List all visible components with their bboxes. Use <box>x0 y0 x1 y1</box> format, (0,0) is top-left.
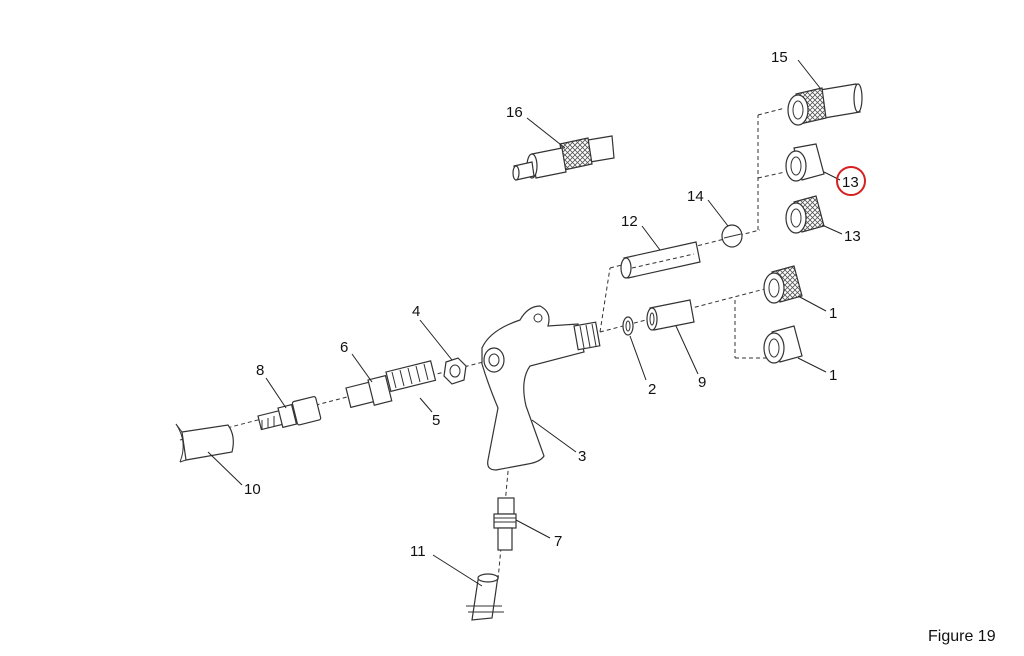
callout-2: 2 <box>648 381 656 398</box>
part-9-nozzle <box>646 299 695 331</box>
callout-15: 15 <box>771 49 788 66</box>
part-1-nut-lower <box>763 325 803 364</box>
highlight-circle <box>836 166 866 196</box>
part-11-hose <box>466 573 504 621</box>
callout-7: 7 <box>554 533 562 550</box>
callout-11: 11 <box>410 543 426 560</box>
part-1-nut-upper <box>763 265 803 304</box>
leader-lines <box>207 59 843 587</box>
callout-10: 10 <box>244 481 261 498</box>
callout-16: 16 <box>506 104 523 121</box>
callout-4: 4 <box>412 303 420 320</box>
part-15-cap <box>787 83 863 126</box>
callout-1-lower: 1 <box>829 367 837 384</box>
assembly-centerlines <box>179 107 786 581</box>
callout-1-upper: 1 <box>829 305 837 322</box>
part-13-nut-lower <box>785 195 825 234</box>
part-13-nut-upper <box>785 143 825 182</box>
callout-3: 3 <box>578 448 586 465</box>
part-3-gun-body <box>481 305 601 471</box>
part-12-tube <box>620 241 701 279</box>
callout-6: 6 <box>340 339 348 356</box>
callout-8: 8 <box>256 362 264 379</box>
part-7-nipple <box>493 497 517 551</box>
callout-12: 12 <box>621 213 638 230</box>
part-4-nut <box>443 357 467 385</box>
part-8-connector <box>257 396 322 431</box>
callout-13: 13 <box>844 228 861 245</box>
part-14-cap <box>721 224 743 248</box>
part-2-o-ring <box>622 316 634 336</box>
part-10-hose <box>175 423 234 463</box>
part-16-spindle <box>512 135 615 181</box>
figure-caption: Figure 19 <box>928 628 996 645</box>
callout-14: 14 <box>687 188 704 205</box>
callout-9: 9 <box>698 374 706 391</box>
callout-labels: 15 16 13 14 12 13 1 1 4 6 8 2 9 5 3 10 7… <box>244 49 861 560</box>
callout-13-highlighted: 13 <box>842 174 859 191</box>
callout-5: 5 <box>432 412 440 429</box>
part-6-fitting <box>345 360 437 409</box>
